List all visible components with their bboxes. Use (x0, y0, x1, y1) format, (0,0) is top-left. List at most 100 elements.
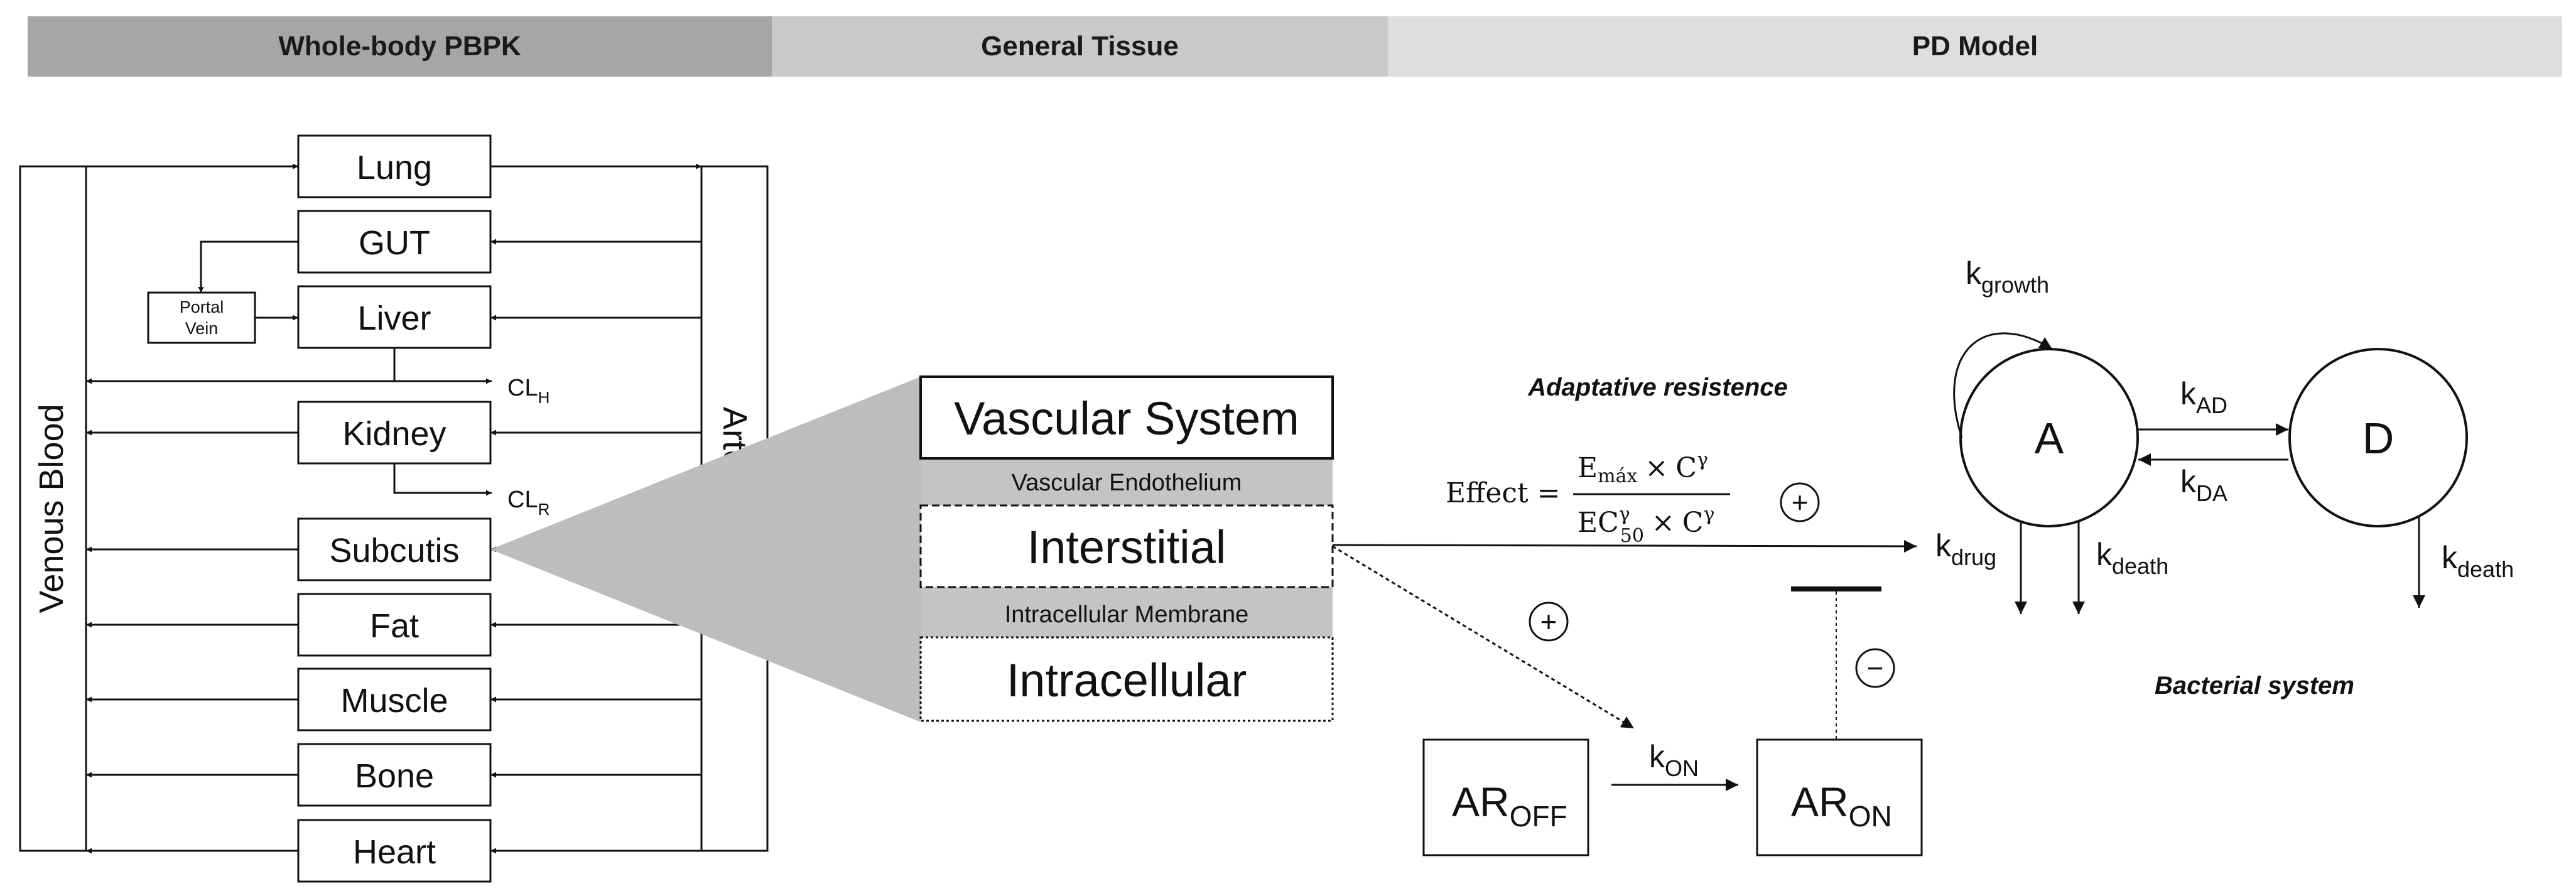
k-death-a-sub: death (2112, 553, 2168, 579)
node-a: A (1959, 348, 2139, 527)
k-on-label: kON (1649, 739, 1699, 781)
k-growth-label: kgrowth (1966, 256, 2049, 298)
intracellular-box: Intracellular (919, 636, 1334, 722)
minus-sign-inhibition: − (1855, 648, 1895, 688)
organ-bone: Bone (297, 743, 492, 807)
organ-muscle-label: Muscle (340, 682, 448, 720)
k-death-a-k: k (2096, 537, 2113, 572)
organ-liver: Liver (297, 285, 492, 349)
portal-vein-line1: Portal (180, 298, 224, 316)
k-da-sub: DA (2196, 480, 2227, 506)
pbpk-flow-arrows (86, 163, 701, 854)
intracellular-membrane-band (921, 587, 1333, 637)
header-band-pd: PD Model (1388, 16, 2562, 77)
k-drug-sub: drug (1951, 544, 1996, 570)
interstitial-box: Interstitial (919, 504, 1334, 588)
header-band-tissue: General Tissue (772, 16, 1388, 77)
organ-fat: Fat (297, 593, 492, 657)
organ-gut: GUT (297, 210, 492, 274)
vascular-endothelium-band (921, 458, 1333, 505)
k-death-d-k: k (2442, 540, 2458, 575)
plus-sign-effect: + (1780, 482, 1820, 522)
ar-off-sub: OFF (1510, 800, 1567, 833)
ec-subscript: 50 (1620, 525, 1644, 547)
node-d: D (2288, 348, 2468, 527)
intracellular-label: Intracellular (1007, 654, 1247, 706)
organ-kidney: Kidney (297, 401, 492, 465)
intracellular-membrane-label: Intracellular Membrane (1005, 602, 1249, 628)
k-growth-loop (1953, 332, 2053, 438)
ar-on-box: ARON (1756, 738, 1923, 856)
k-da-k: k (2180, 464, 2197, 499)
vascular-endothelium-label: Vascular Endothelium (1012, 470, 1242, 496)
emax-subscript: máx (1598, 465, 1637, 487)
k-drug-k: k (1935, 528, 1952, 563)
venous-blood-label: Venous Blood (33, 404, 70, 613)
organ-liver-label: Liver (357, 300, 431, 337)
k-drug-label: kdrug (1935, 528, 1996, 570)
k-death-a-label: kdeath (2096, 537, 2168, 579)
venous-blood-box (19, 165, 87, 852)
node-a-label: A (2035, 414, 2064, 463)
clearance-renal: CLR (507, 487, 549, 519)
organ-kidney-label: Kidney (342, 415, 446, 453)
k-death-d-sub: death (2457, 556, 2514, 582)
plus-sign-effect-label: + (1792, 486, 1809, 519)
organ-subcutis-label: Subcutis (329, 532, 459, 569)
organ-lung-label: Lung (357, 149, 432, 186)
organ-heart-label: Heart (353, 833, 436, 871)
denominator-c: C (1682, 507, 1704, 539)
organ-heart: Heart (297, 819, 492, 883)
clearance-hepatic-sub: H (538, 388, 550, 407)
numerator-times: × (1645, 452, 1668, 484)
plus-sign-induction-label: + (1540, 605, 1557, 638)
header-band-pbpk: Whole-body PBPK (28, 16, 772, 77)
organ-lung: Lung (297, 134, 492, 198)
k-da-label: kDA (2180, 464, 2227, 506)
clearance-renal-sub: R (538, 500, 550, 519)
k-on-k: k (1649, 739, 1665, 774)
header-band-tissue-label: General Tissue (981, 31, 1179, 62)
ar-on-label: ARON (1791, 779, 1892, 833)
k-growth-sub: growth (1981, 272, 2049, 298)
effect-numerator: Emáx×Cγ (1578, 449, 1708, 487)
portal-vein-line2: Vein (185, 319, 219, 338)
ar-off-box: AROFF (1422, 738, 1589, 856)
resistance-induction-arrow (1332, 545, 1635, 730)
portal-vein: Portal Vein (147, 291, 256, 344)
denominator-gamma: γ (1703, 504, 1714, 526)
effect-label: Effect = (1446, 477, 1561, 509)
header-band-pbpk-label: Whole-body PBPK (278, 31, 521, 62)
k-on-sub: ON (1665, 755, 1699, 781)
effect-arrow (1332, 539, 1917, 553)
denominator-times: × (1652, 507, 1675, 539)
organ-fat-label: Fat (370, 607, 419, 645)
organ-muscle: Muscle (297, 667, 492, 731)
ec-symbol: EC (1578, 507, 1619, 539)
k-death-d-label: kdeath (2442, 540, 2514, 582)
bacterial-system-title: Bacterial system (2155, 672, 2354, 699)
plus-sign-induction: + (1529, 602, 1569, 642)
tissue-zoom-wedge (490, 377, 921, 722)
adaptative-resistence-title: Adaptative resistence (1527, 374, 1788, 401)
k-ad-sub: AD (2196, 392, 2227, 418)
numerator-c: C (1675, 452, 1697, 484)
ar-off-label: AROFF (1452, 779, 1567, 833)
ec-gamma: γ (1619, 504, 1630, 526)
ar-off-main: AR (1452, 779, 1510, 825)
organ-subcutis: Subcutis (297, 517, 492, 581)
clearance-hepatic-main: CL (507, 375, 538, 401)
numerator-gamma: γ (1697, 449, 1708, 471)
clearance-hepatic: CLH (507, 375, 549, 407)
header-band-pd-label: PD Model (1912, 31, 2038, 62)
k-ad-k: k (2180, 376, 2197, 411)
ar-on-main: AR (1791, 779, 1849, 825)
organ-bone-label: Bone (355, 757, 434, 795)
minus-sign-inhibition-label: − (1867, 652, 1884, 684)
ar-on-sub: ON (1849, 800, 1892, 833)
vascular-system-box: Vascular System (919, 375, 1334, 460)
clearance-renal-main: CL (507, 487, 538, 513)
